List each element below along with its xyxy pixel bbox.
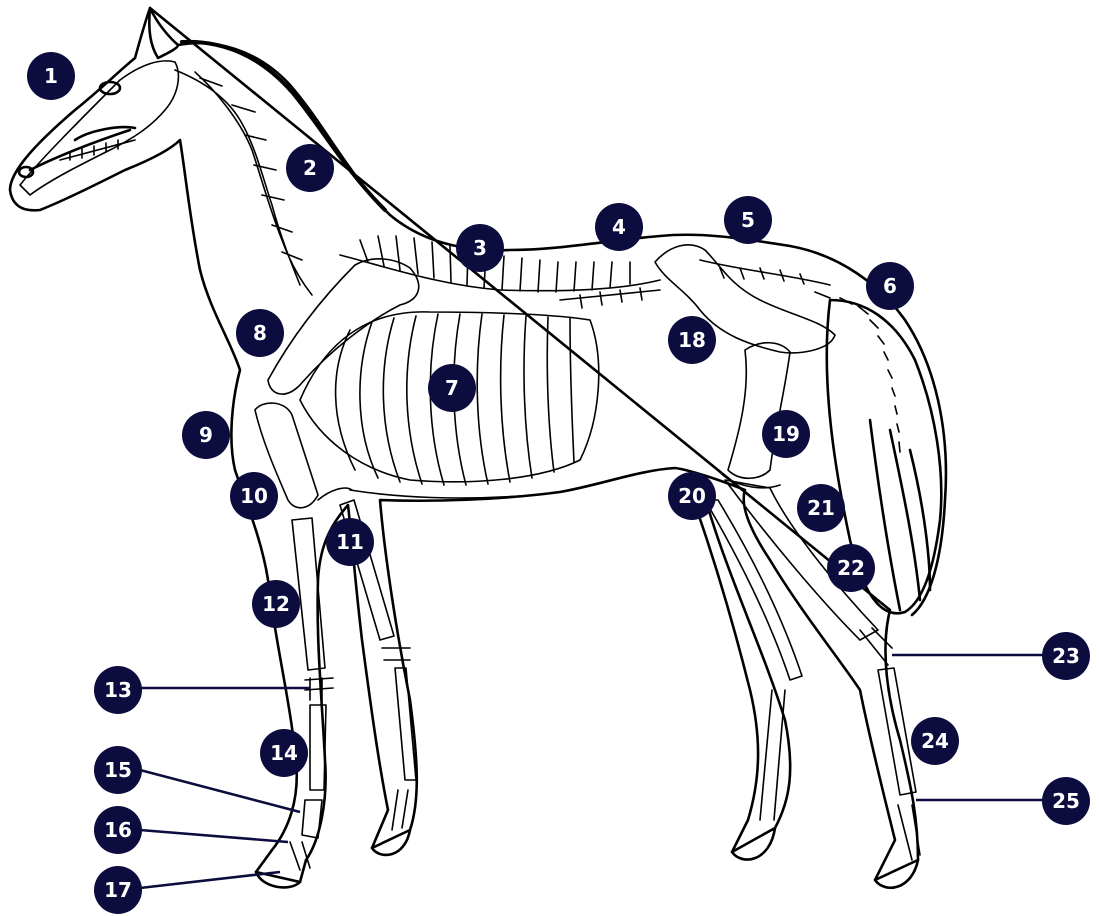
- marker-15: 15: [94, 746, 142, 794]
- marker-10: 10: [230, 472, 278, 520]
- marker-8: 8: [236, 309, 284, 357]
- marker-24: 24: [911, 717, 959, 765]
- marker-1-label: 1: [44, 64, 58, 88]
- marker-16-label: 16: [104, 818, 132, 842]
- scapula: [268, 259, 419, 394]
- marker-18-label: 18: [678, 328, 706, 352]
- marker-5-label: 5: [741, 208, 755, 232]
- marker-12-label: 12: [262, 592, 290, 616]
- marker-13-label: 13: [104, 678, 132, 702]
- marker-9-label: 9: [199, 423, 213, 447]
- marker-9: 9: [182, 411, 230, 459]
- marker-5: 5: [724, 196, 772, 244]
- marker-11-label: 11: [336, 530, 364, 554]
- marker-21-label: 21: [807, 496, 835, 520]
- marker-11: 11: [326, 518, 374, 566]
- marker-22-label: 22: [837, 556, 865, 580]
- marker-7: 7: [428, 364, 476, 412]
- marker-14-label: 14: [270, 741, 298, 765]
- marker-19-label: 19: [772, 422, 800, 446]
- marker-2: 2: [286, 144, 334, 192]
- marker-22: 22: [827, 544, 875, 592]
- marker-20-label: 20: [678, 484, 706, 508]
- leader-line-17: [140, 872, 280, 888]
- marker-23-label: 23: [1052, 644, 1080, 668]
- marker-20: 20: [668, 472, 716, 520]
- marker-3-label: 3: [473, 236, 487, 260]
- marker-21: 21: [797, 484, 845, 532]
- marker-23: 23: [1042, 632, 1090, 680]
- marker-6: 6: [866, 262, 914, 310]
- marker-2-label: 2: [303, 156, 317, 180]
- marker-25: 25: [1042, 777, 1090, 825]
- skeleton-lines: [20, 61, 920, 870]
- marker-4-label: 4: [612, 215, 626, 239]
- leader-line-16: [140, 830, 288, 842]
- marker-19: 19: [762, 410, 810, 458]
- marker-8-label: 8: [253, 321, 267, 345]
- leader-line-15: [140, 770, 300, 812]
- marker-10-label: 10: [240, 484, 268, 508]
- marker-16: 16: [94, 806, 142, 854]
- marker-1: 1: [27, 52, 75, 100]
- marker-14: 14: [260, 729, 308, 777]
- marker-17: 17: [94, 866, 142, 914]
- marker-18: 18: [668, 316, 716, 364]
- marker-24-label: 24: [921, 729, 949, 753]
- marker-15-label: 15: [104, 758, 132, 782]
- marker-7-label: 7: [445, 376, 459, 400]
- marker-3: 3: [456, 224, 504, 272]
- marker-4: 4: [595, 203, 643, 251]
- marker-6-label: 6: [883, 274, 897, 298]
- marker-13: 13: [94, 666, 142, 714]
- marker-25-label: 25: [1052, 789, 1080, 813]
- marker-17-label: 17: [104, 878, 132, 902]
- marker-12: 12: [252, 580, 300, 628]
